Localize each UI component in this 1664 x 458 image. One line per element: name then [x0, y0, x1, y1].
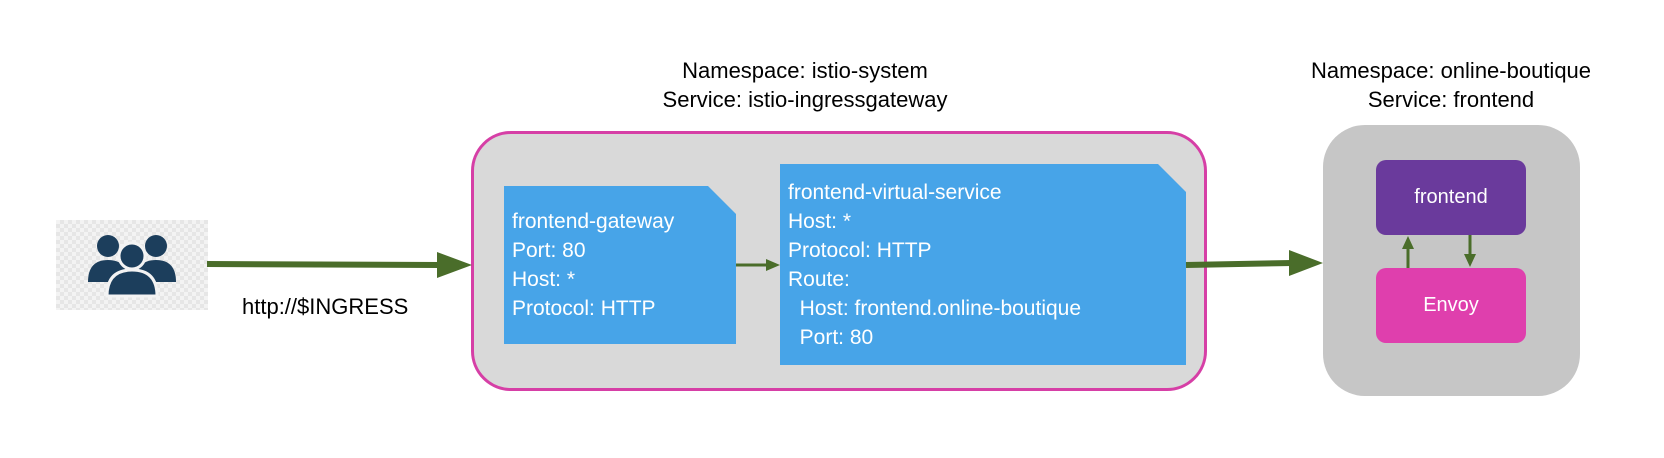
client-to-gateway-arrowhead [437, 252, 472, 278]
virtual-service-to-pod-arrowhead [1289, 250, 1323, 276]
frontend-to-envoy-arrowhead [1464, 254, 1476, 267]
envoy-to-frontend-arrowhead [1402, 236, 1414, 249]
boutique-namespace-header: Namespace: online-boutique Service: fron… [1271, 56, 1631, 114]
users-icon [88, 235, 176, 298]
boutique-service-label: Service: frontend [1367, 87, 1535, 112]
client-to-gateway-arrow [206, 261, 441, 268]
gateway-port: Port: 80 [512, 239, 586, 262]
virtual-service-route-port: Port: 80 [788, 325, 874, 349]
virtual-service-host: Host: * [788, 209, 852, 233]
gateway-host: Host: * [512, 268, 576, 291]
virtual-service-route-host: Host: frontend.online-boutique [788, 296, 1082, 320]
frontend-virtual-service-card: frontend-virtual-service Host: * Protoco… [780, 164, 1186, 365]
frontend-gateway-card: frontend-gateway Port: 80 Host: * Protoc… [504, 186, 736, 344]
users-node [56, 220, 208, 310]
gateway-to-virtual-service-arrowhead [766, 259, 780, 271]
virtual-service-to-pod-arrow [1185, 260, 1293, 268]
virtual-service-route: Route: [788, 267, 850, 291]
istio-namespace-label: Namespace: istio-system [682, 58, 928, 83]
ingress-url-label: http://$INGRESS [242, 294, 409, 319]
frontend-label: frontend [1414, 186, 1488, 208]
istio-service-label: Service: istio-ingressgateway [662, 87, 948, 112]
gateway-name: frontend-gateway [512, 210, 675, 233]
frontend-container: frontend [1376, 160, 1526, 235]
envoy-label: Envoy [1423, 294, 1479, 316]
boutique-namespace-label: Namespace: online-boutique [1310, 58, 1592, 83]
istio-namespace-header: Namespace: istio-system Service: istio-i… [600, 56, 1010, 114]
virtual-service-protocol: Protocol: HTTP [788, 238, 932, 262]
gateway-protocol: Protocol: HTTP [512, 297, 656, 320]
envoy-sidecar: Envoy [1376, 268, 1526, 343]
virtual-service-name: frontend-virtual-service [788, 180, 1002, 204]
